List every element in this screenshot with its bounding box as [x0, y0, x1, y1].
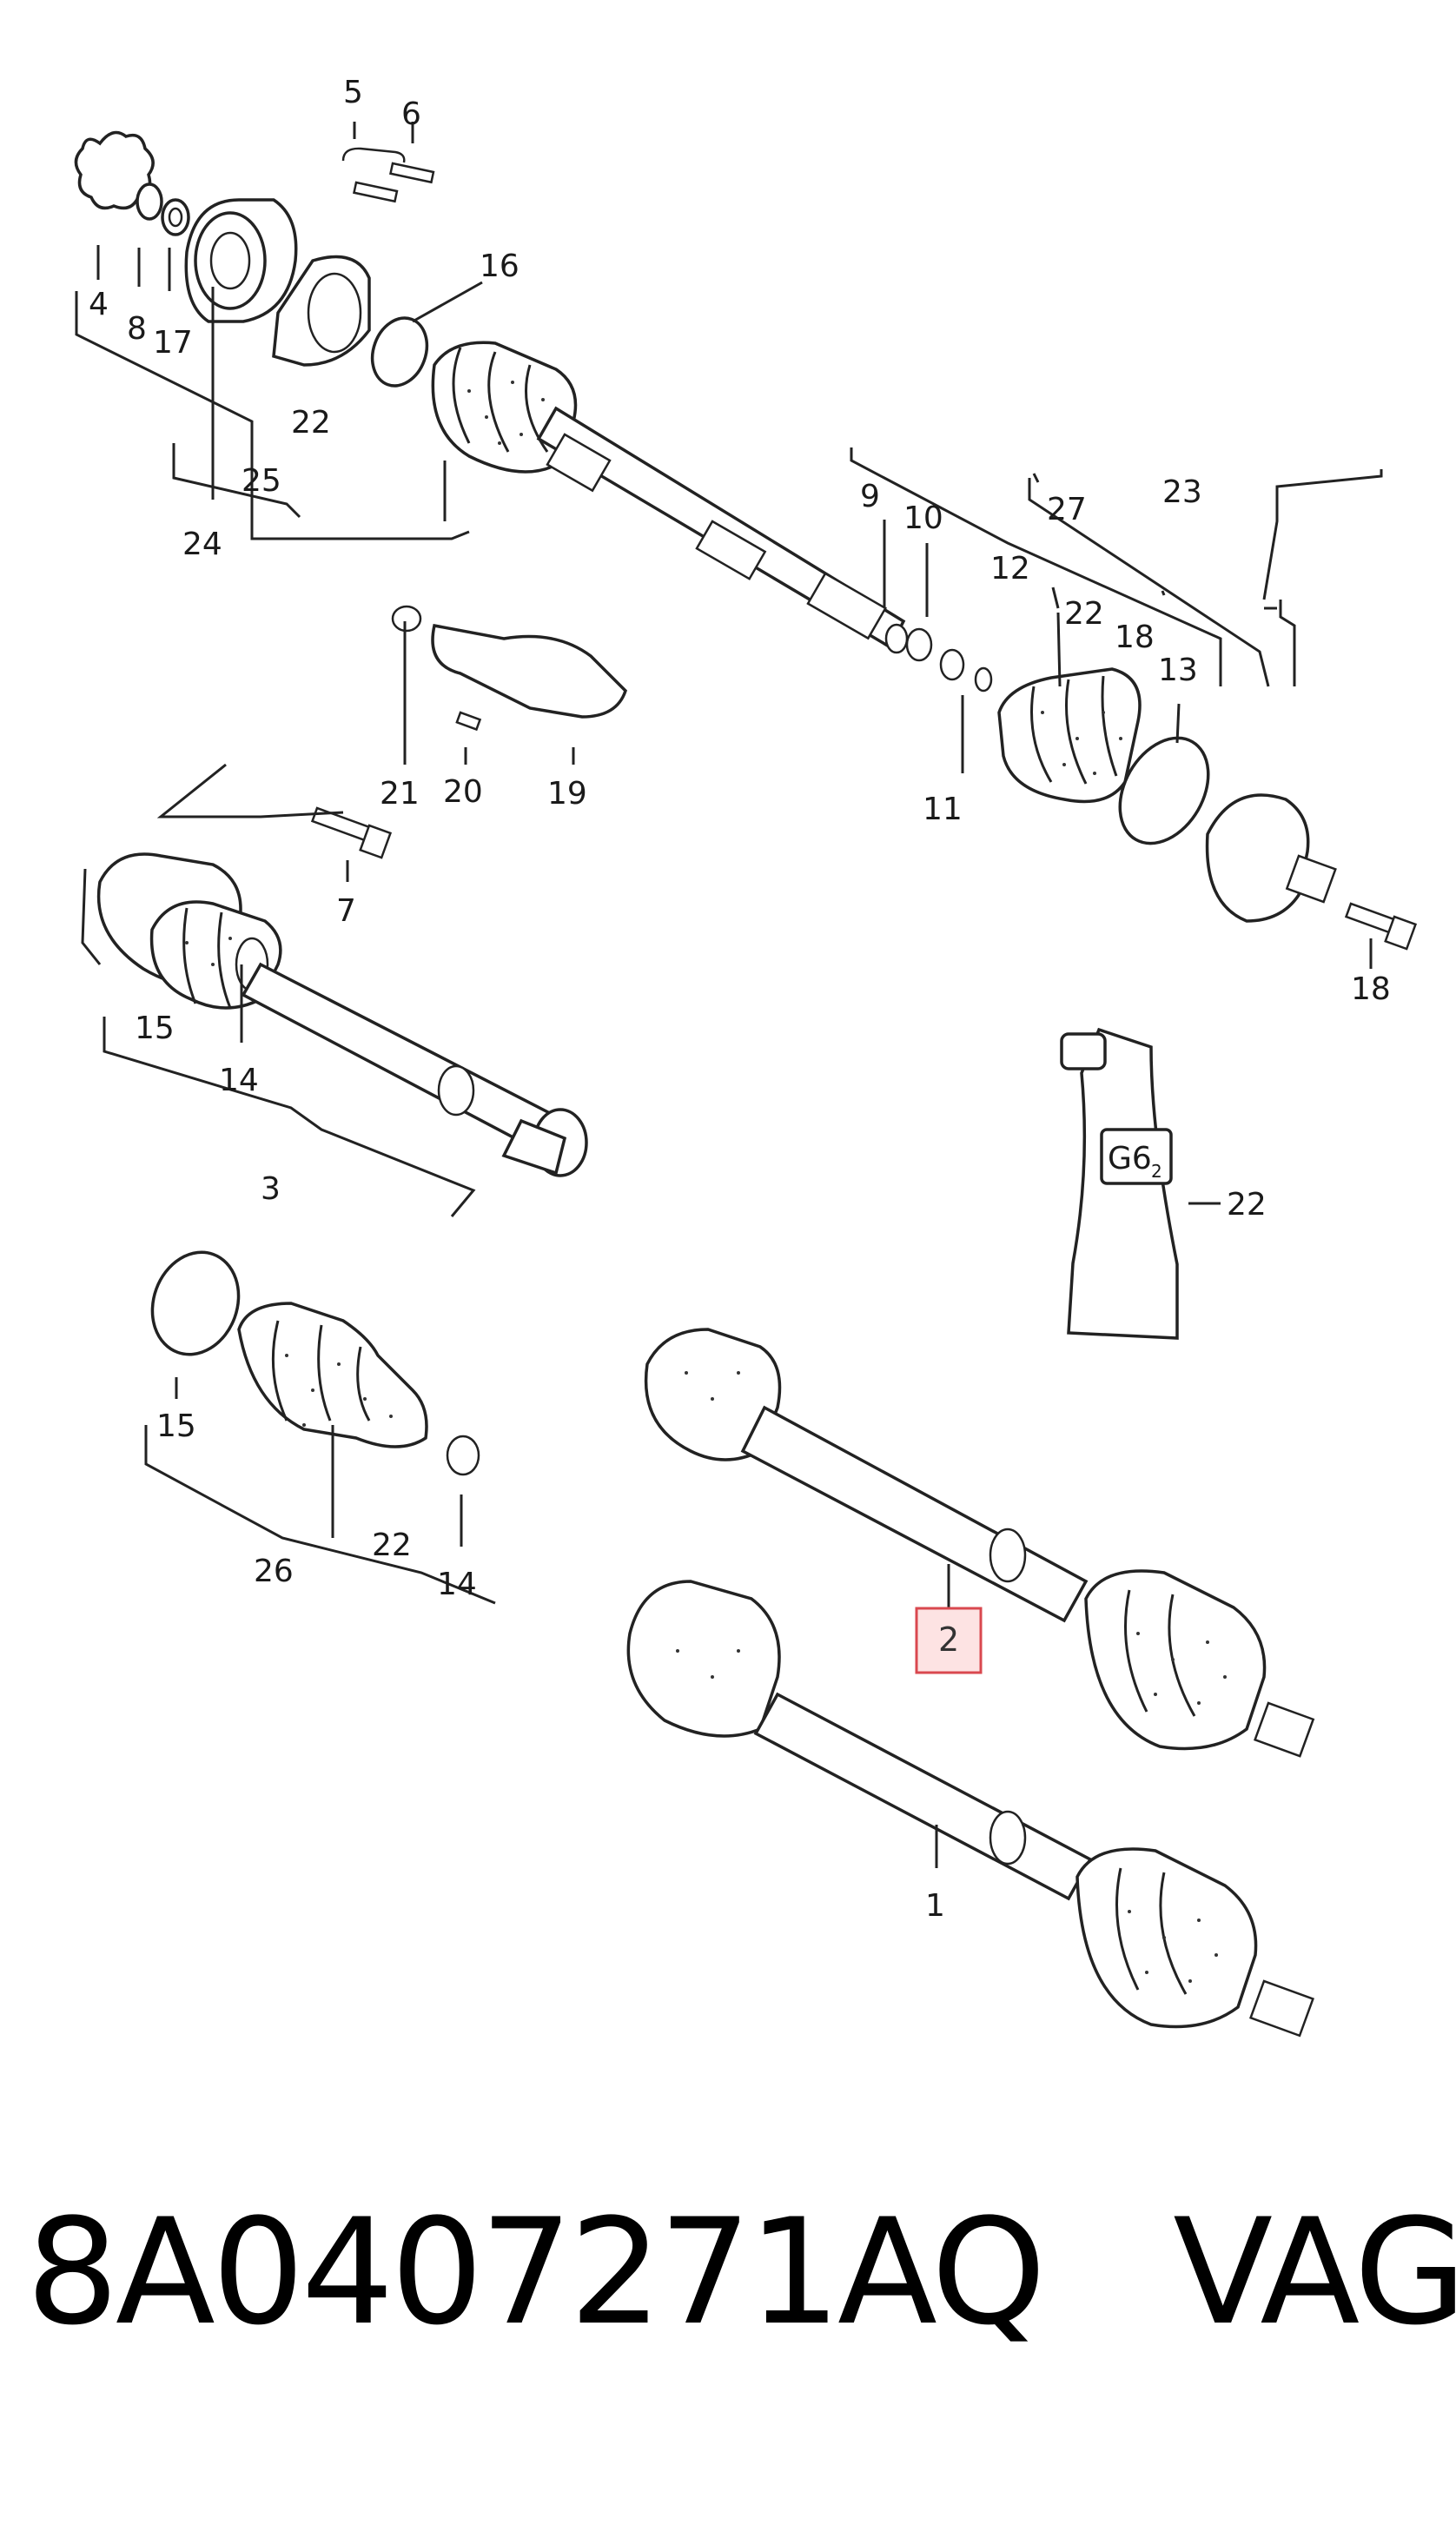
heat-shield-group	[391, 605, 628, 732]
outer-clamp-part	[1118, 736, 1210, 845]
callout-1: 1	[925, 1888, 945, 1924]
callout-7: 7	[336, 893, 356, 929]
callout-22-tube: 22	[1227, 1187, 1267, 1223]
callout-25: 25	[242, 463, 281, 499]
middle-shaft-group	[96, 806, 588, 1177]
grease-tube-label: G6	[1108, 1141, 1152, 1176]
complete-shaft-2-group	[644, 1328, 1315, 1758]
callout-16: 16	[480, 249, 520, 284]
callout-17: 17	[153, 325, 193, 361]
callout-2: 2	[938, 1620, 959, 1659]
callout-18-top: 18	[1115, 620, 1155, 655]
callout-11: 11	[923, 792, 963, 827]
shaft-2-outer-boot	[1084, 1569, 1267, 1751]
callout-14-mid: 14	[219, 1063, 259, 1098]
callout-4: 4	[89, 287, 109, 322]
kit-small-clamp-part	[446, 1435, 480, 1476]
callout-27: 27	[1047, 492, 1087, 527]
lock-plate-part	[341, 147, 406, 163]
callout-2-highlight	[915, 1607, 983, 1674]
brand-name: VAG	[1173, 2187, 1456, 2357]
callout-8: 8	[127, 311, 147, 347]
grease-tube-group: G6 2	[1060, 1027, 1179, 1340]
callout-5: 5	[343, 75, 363, 110]
callout-22-top: 22	[291, 405, 331, 441]
callout-19: 19	[547, 776, 587, 812]
callout-26: 26	[254, 1554, 294, 1589]
leader-lines	[75, 122, 1383, 1868]
shaft-1-inner-joint	[626, 1580, 781, 1738]
outer-cv-joint-part	[1205, 793, 1310, 923]
ring-part	[939, 648, 965, 681]
boot-stipple	[185, 381, 1227, 1983]
callout-14-kit: 14	[437, 1567, 477, 1602]
callout-21: 21	[380, 776, 420, 812]
callout-15-mid: 15	[135, 1011, 175, 1046]
callout-20: 20	[443, 774, 483, 810]
gasket-part	[74, 130, 155, 210]
screw-part	[455, 711, 482, 732]
callout-22-kit: 22	[372, 1528, 412, 1563]
top-right-cv-joint-group	[884, 623, 1418, 951]
part-number: 8A0407271AQ	[26, 2187, 1046, 2357]
circlip-part	[136, 182, 163, 221]
top-left-cv-joint-group	[74, 130, 906, 650]
callout-9: 9	[860, 479, 880, 514]
callout-10: 10	[903, 500, 943, 536]
callout-23: 23	[1162, 474, 1202, 510]
callout-labels: 4 5 6 8 17 16 22 25 24 9 10 27 23 12 22 …	[89, 75, 1391, 1924]
spacer-ring-part	[884, 623, 909, 654]
part-number-footer: 8A0407271AQ VAG	[26, 2187, 1456, 2357]
clamp-part	[370, 316, 429, 388]
nut-part	[391, 605, 422, 633]
heat-shield-part	[431, 623, 628, 719]
callout-22-right: 22	[1064, 596, 1104, 632]
grease-tube-sublabel: 2	[1151, 1161, 1162, 1182]
callout-3: 3	[261, 1171, 281, 1207]
callout-24: 24	[182, 527, 222, 562]
callout-12: 12	[990, 551, 1030, 587]
boot-kit-group	[150, 1250, 480, 1476]
callout-6: 6	[401, 96, 421, 132]
kit-boot-part	[237, 1302, 428, 1448]
callout-18-right: 18	[1351, 971, 1391, 1007]
complete-shaft-1-group	[626, 1580, 1314, 2038]
callout-13: 13	[1158, 653, 1198, 688]
callout-15-kit: 15	[156, 1408, 196, 1444]
kit-clamp-part	[150, 1250, 241, 1356]
shaft-1-outer-boot	[1075, 1847, 1258, 2029]
bolt-part	[389, 162, 435, 184]
